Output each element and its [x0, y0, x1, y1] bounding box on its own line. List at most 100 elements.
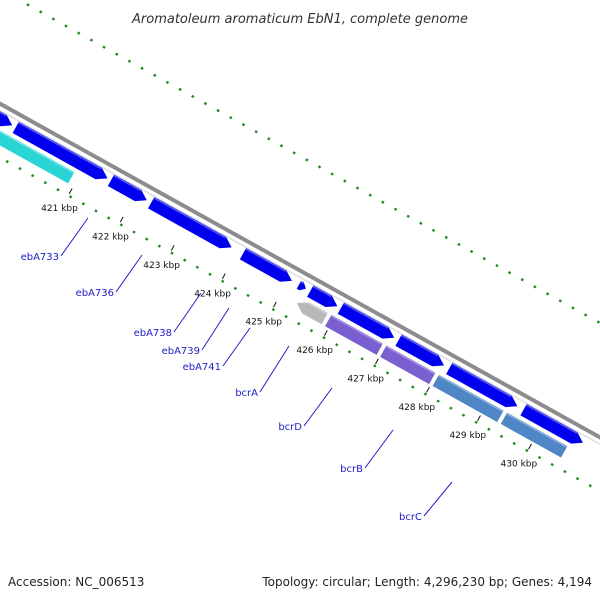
gene-bcrD	[380, 345, 436, 385]
genome-summary-text: Topology: circular; Length: 4,296,230 bp…	[261, 575, 592, 589]
tick-label: 424 kbp	[194, 289, 231, 299]
tick-label: 421 kbp	[41, 204, 78, 214]
gene-forward-4-shine	[153, 197, 226, 239]
gene-label: ebA741	[183, 362, 221, 373]
gene-label: bcrB	[340, 464, 363, 475]
gene-label: bcrC	[399, 512, 422, 523]
tick-label: 427 kbp	[347, 375, 384, 385]
gene-forward-4	[148, 197, 232, 249]
gene-label-leader	[173, 292, 202, 333]
gene-features	[0, 111, 583, 458]
gene-bcrA	[325, 314, 383, 355]
gene-label-leader	[423, 481, 453, 517]
tick-3	[221, 273, 226, 280]
gene-forward-10-shine	[451, 362, 512, 398]
gene-forward-6-body	[296, 280, 306, 291]
gene-forward-5	[239, 248, 292, 282]
gene-forward-2	[12, 121, 108, 180]
tick-5	[323, 330, 328, 336]
tick-6	[375, 358, 379, 365]
gene-label-leader	[259, 345, 290, 393]
gene-grey-body	[296, 302, 328, 325]
inner-dotted-guide	[0, 156, 600, 493]
gene-cyan-2	[0, 130, 75, 184]
tick-2	[170, 244, 175, 251]
tick-4	[272, 301, 277, 308]
gene-forward-3-body	[107, 174, 147, 202]
gene-forward-9-shine	[400, 334, 439, 357]
gene-label: ebA738	[134, 328, 172, 339]
kbp-ticks: 421 kbp 422 kbp 423 kbp 424 kbp 425 kbp 426 k…	[41, 188, 538, 470]
gene-label-leader	[201, 307, 230, 351]
gene-grey-shine	[299, 297, 328, 315]
outer-dotted-guide	[16, 0, 600, 325]
gene-forward-3-shine	[113, 174, 142, 192]
backbone-shadow	[0, 109, 600, 446]
tick-7	[426, 386, 430, 393]
gene-label: bcrD	[278, 422, 302, 433]
dotted-guides	[0, 0, 600, 493]
genome-backbone	[0, 101, 600, 446]
gene-cyan-2-body	[0, 130, 75, 184]
tick-1	[119, 216, 124, 223]
tick-0	[68, 188, 73, 194]
gene-bcrA-body	[325, 314, 383, 355]
gene-forward-7-shine	[312, 285, 332, 298]
gene-forward-11	[520, 404, 583, 444]
gene-label-leader	[60, 217, 89, 257]
gene-label-leader	[115, 254, 143, 293]
gene-bcrB-body	[432, 374, 504, 422]
gene-forward-8-body	[337, 302, 395, 339]
gene-forward-2-body	[12, 121, 108, 180]
gene-bcrB-shine	[438, 374, 504, 413]
gene-forward-2-shine	[18, 121, 102, 170]
gene-forward-10-body	[446, 362, 518, 408]
gene-label: bcrA	[235, 388, 258, 399]
map-title: Aromatoleum aromaticum EbN1, complete ge…	[131, 12, 468, 27]
tick-label: 430 kbp	[501, 460, 538, 470]
gene-forward-1-body	[0, 111, 13, 127]
gene-forward-9	[395, 334, 444, 367]
gene-forward-9-body	[395, 334, 444, 367]
gene-bcrD-body	[380, 345, 436, 385]
gene-bcrC	[500, 412, 568, 458]
gene-cyan-2-shine	[0, 130, 75, 174]
gene-forward-6	[296, 280, 306, 291]
gene-forward-6-shine	[300, 281, 304, 284]
gene-forward-8-shine	[343, 302, 389, 329]
gene-bcrA-shine	[330, 315, 383, 346]
accession-text: Accession: NC_006513	[8, 575, 144, 589]
gene-label: ebA739	[162, 346, 200, 357]
tick-8	[477, 415, 481, 422]
gene-forward-8	[337, 302, 395, 339]
gene-label-leader	[222, 327, 251, 367]
gene-label: ebA733	[21, 252, 59, 263]
gene-forward-5-shine	[245, 248, 287, 272]
gene-forward-4-body	[148, 197, 232, 249]
gene-forward-5-body	[239, 248, 292, 282]
gene-forward-7	[307, 285, 338, 307]
gene-forward-1	[0, 111, 13, 127]
gene-forward-11-body	[520, 404, 583, 444]
gene-label-leader	[364, 429, 394, 469]
tick-label: 426 kbp	[296, 346, 333, 356]
tick-9	[528, 443, 532, 450]
gene-forward-10	[446, 362, 518, 408]
backbone-line	[0, 101, 600, 440]
gene-bcrC-shine	[506, 412, 568, 448]
gene-bcrB	[432, 374, 504, 422]
gene-forward-11-shine	[525, 404, 578, 434]
gene-label: ebA736	[76, 288, 114, 299]
gene-labels: ebA733 ebA736 ebA738 ebA739 ebA741 bcrA bcrD bc…	[21, 217, 453, 523]
gene-bcrD-shine	[385, 345, 436, 375]
tick-label: 422 kbp	[92, 233, 129, 243]
tick-label: 423 kbp	[143, 261, 180, 271]
gene-forward-7-body	[307, 285, 338, 307]
gene-label-leader	[303, 387, 333, 427]
tick-label: 425 kbp	[245, 318, 282, 328]
gene-bcrC-body	[500, 412, 568, 458]
gene-forward-3	[107, 174, 147, 202]
tick-label: 428 kbp	[398, 403, 435, 413]
